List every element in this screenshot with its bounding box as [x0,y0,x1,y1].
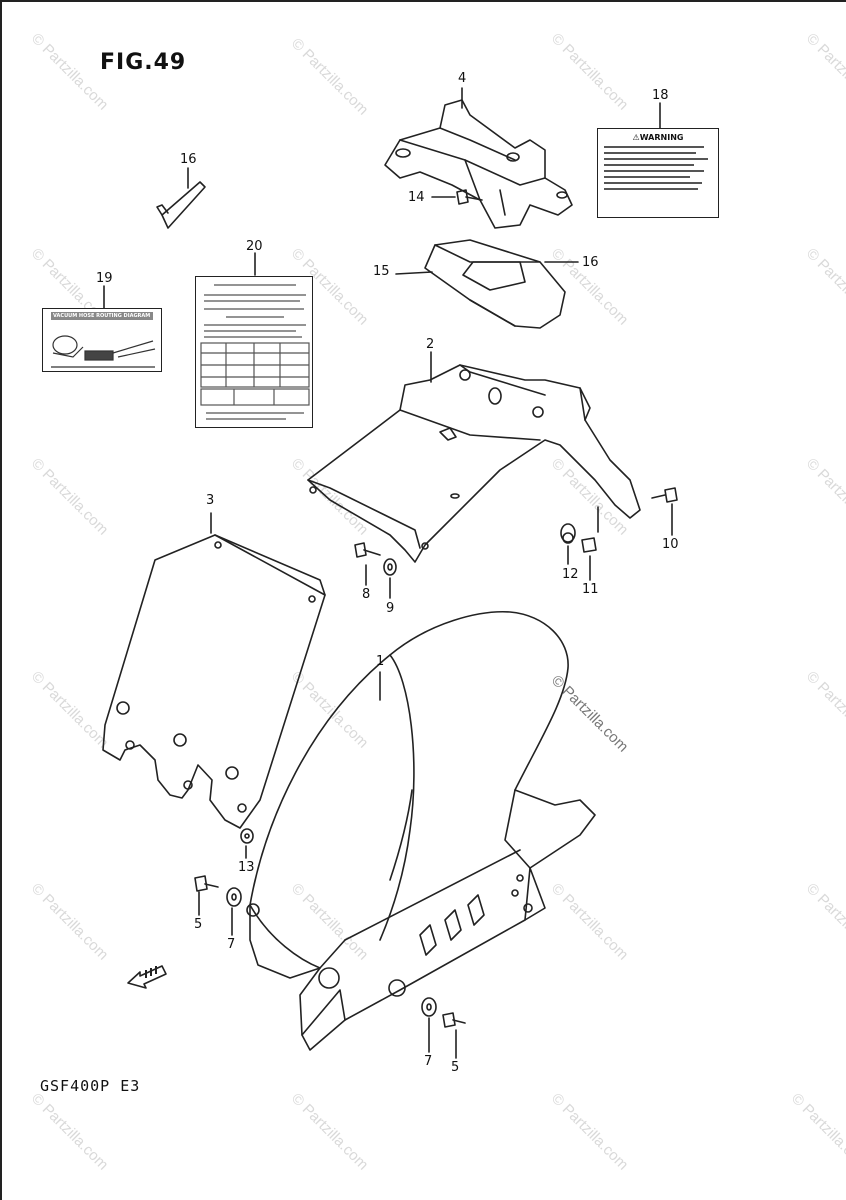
part-13-washer [240,828,254,844]
part-2-upper-fender [307,364,641,563]
callout-12: 12 [562,567,579,582]
part-3-flap [102,534,326,829]
callout-10: 10 [662,537,679,552]
front-arrow-lettering [145,966,157,978]
part-8-bolt [354,542,381,558]
callout-1: 1 [376,654,385,669]
part-10-bolt [651,487,678,503]
part-1-rear-fender [246,610,596,1051]
part-15-cover [424,239,566,329]
part-17-hex-key [156,181,206,229]
callout-4: 4 [458,71,467,86]
vacuum-diagram-graphic [51,335,156,368]
callout-7-right: 7 [424,1054,433,1069]
callout-11: 11 [582,582,599,597]
callout-15: 15 [373,264,390,279]
part-9-washer [383,558,397,576]
callout-8: 8 [362,587,371,602]
callout-14: 14 [408,190,425,205]
part-20-info-label [195,276,313,428]
part-11-bolt [581,537,597,553]
callout-17: 16 [180,152,197,167]
part-18-warning-label: ⚠WARNING [597,128,719,218]
callout-20: 20 [246,239,263,254]
callout-9: 9 [386,601,395,616]
model-code: GSF400P E3 [40,1077,141,1095]
info-label-graphic [200,284,310,420]
vacuum-label-heading: VACUUM HOSE ROUTING DIAGRAM [51,312,153,320]
part-7-washer-right [421,997,437,1017]
callout-19: 19 [96,271,113,286]
callout-2: 2 [426,337,435,352]
figure-title: FIG.49 [100,50,187,75]
callout-18: 18 [652,88,669,103]
part-4-bracket [384,99,573,229]
part-14-bolt [456,189,483,205]
part-5-bolt-right [442,1012,466,1028]
part-19-vacuum-hose-label: VACUUM HOSE ROUTING DIAGRAM [42,308,162,372]
warning-label-heading: ⚠WARNING [632,133,684,142]
part-12-grommet [560,523,576,544]
callout-3: 3 [206,493,215,508]
part-7-washer-left [226,887,242,907]
part-5-bolt-left [194,875,219,892]
callout-16: 16 [582,255,599,270]
callout-13: 13 [238,860,255,875]
callout-7-left: 7 [227,937,236,952]
callout-5-right: 5 [451,1060,460,1075]
callout-5-left: 5 [194,917,203,932]
